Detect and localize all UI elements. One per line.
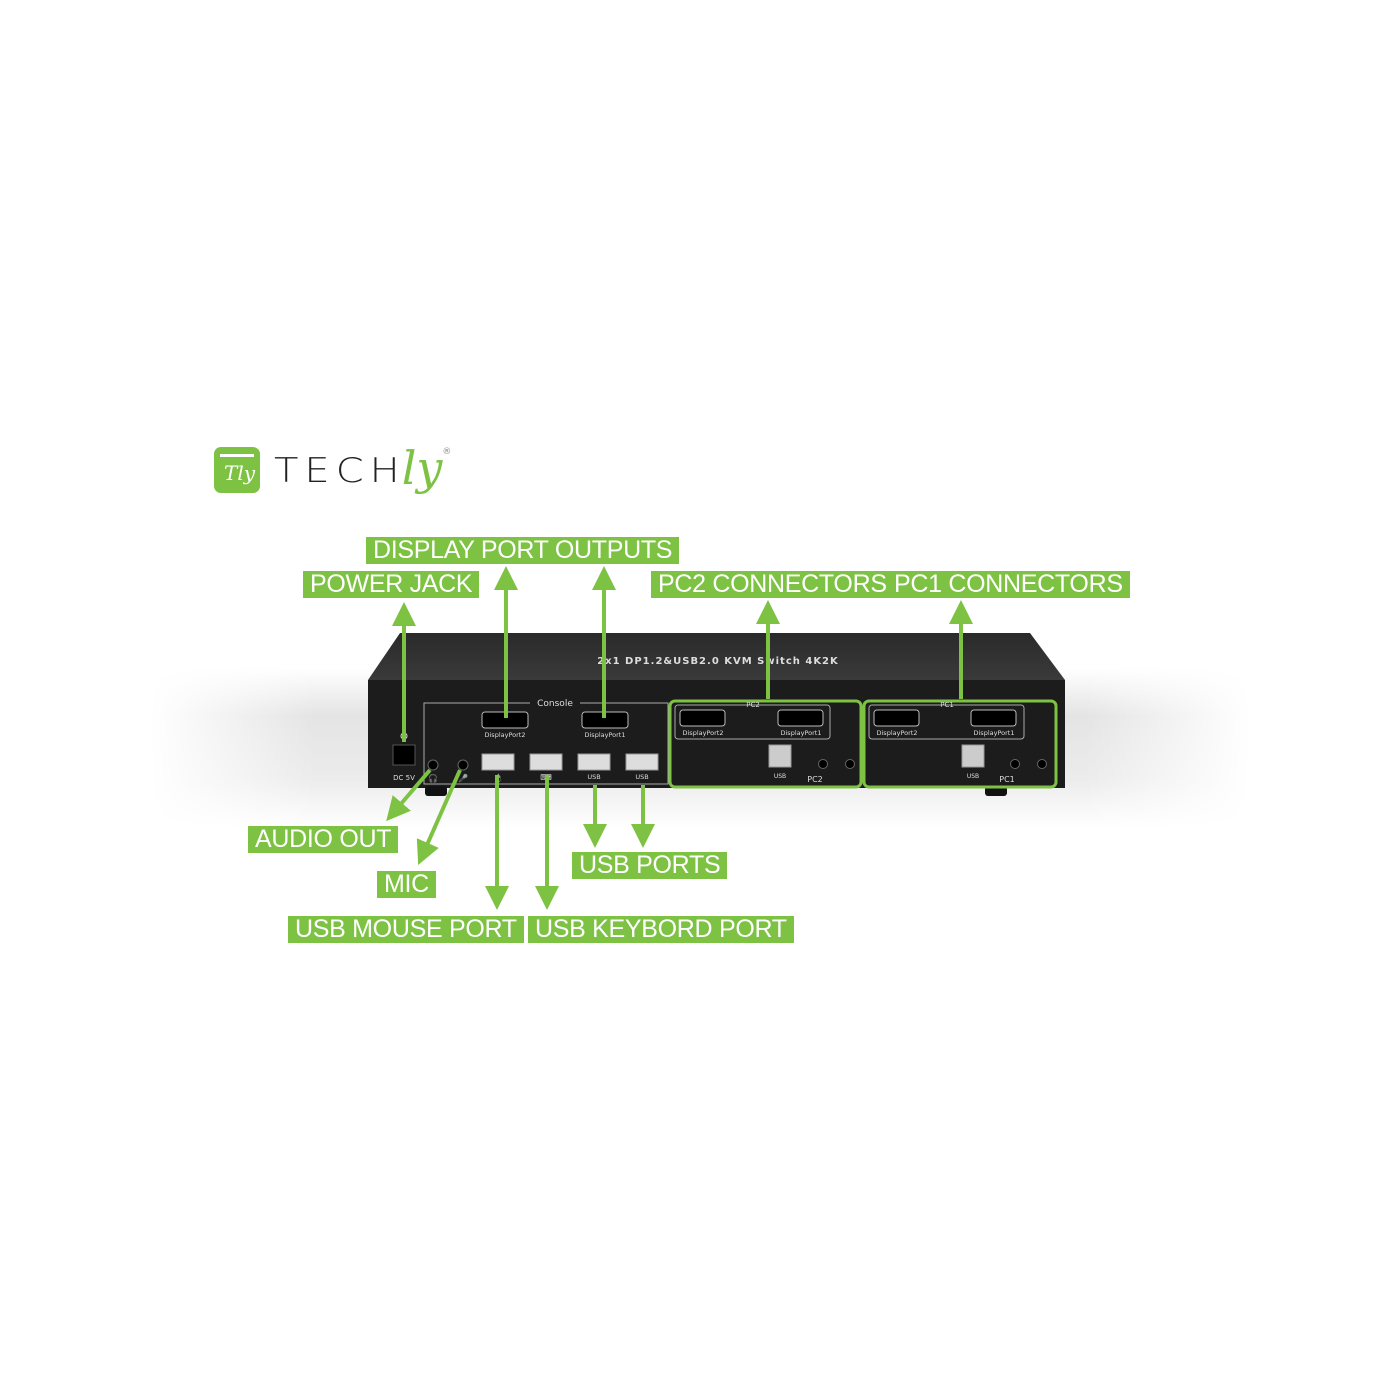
console-dp2-label: DisplayPort2 xyxy=(485,731,526,739)
label-display-port-outputs: DISPLAY PORT OUTPUTS xyxy=(366,537,680,564)
pc2-dp1-port xyxy=(777,709,824,727)
techly-logo: Tly TECH ly ® xyxy=(214,441,452,495)
audio-out-arrow xyxy=(386,768,432,822)
pc2-usb-b-port xyxy=(768,744,792,768)
pc1-usb-b-port xyxy=(961,744,985,768)
dc-label: DC 5V xyxy=(393,774,415,782)
device-foot-left xyxy=(425,786,447,796)
usb-port-1 xyxy=(577,753,611,771)
pc2-dp2-port xyxy=(679,709,726,727)
usb-port-2-label: USB xyxy=(635,773,648,781)
logo-mark: Tly xyxy=(214,447,260,493)
pc2-dp1-label: DisplayPort1 xyxy=(781,729,822,737)
label-power-jack: POWER JACK xyxy=(303,571,480,598)
mic-arrow xyxy=(416,769,462,865)
usb-mouse-port xyxy=(481,753,515,771)
logo-tech-text: TECH xyxy=(274,451,406,491)
label-pc2-connectors: PC2 CONNECTORS xyxy=(651,571,894,598)
console-label: Console xyxy=(537,699,573,709)
label-usb-mouse-port: USB MOUSE PORT xyxy=(288,916,524,943)
pc1-highlight xyxy=(862,699,1058,789)
pc1-dp1-port xyxy=(970,709,1017,727)
label-pc1-connectors: PC1 CONNECTORS xyxy=(887,571,1130,598)
headphone-icon: 🎧 xyxy=(428,773,438,783)
pc2-dp-frame xyxy=(674,704,831,740)
label-usb-ports: USB PORTS xyxy=(572,852,728,879)
pc1-dp2-port xyxy=(873,709,920,727)
callout-arrows xyxy=(386,566,973,910)
pc2-audio-jack xyxy=(818,759,828,769)
label-audio-out: AUDIO OUT xyxy=(248,826,399,853)
pc1-mic-jack xyxy=(1037,759,1047,769)
pc2-top-label: PC2 xyxy=(746,701,760,709)
pc1-top-label: PC1 xyxy=(940,701,954,709)
usb-port-2 xyxy=(625,753,659,771)
audio-jack xyxy=(427,759,439,771)
mic-icon: 🎤 xyxy=(458,773,468,783)
pc1-dp-frame xyxy=(868,704,1025,740)
pc2-usb-label: USB xyxy=(774,773,786,780)
device-top xyxy=(368,633,1065,680)
pc2-dp2-label: DisplayPort2 xyxy=(683,729,724,737)
mic-jack xyxy=(457,759,469,771)
pc1-dp2-label: DisplayPort2 xyxy=(877,729,918,737)
console-dp1-label: DisplayPort1 xyxy=(585,731,626,739)
pc2-highlight xyxy=(668,699,863,789)
pc1-bottom-label: PC1 xyxy=(999,775,1015,784)
logo-mark-text: Tly xyxy=(224,461,256,485)
device-title: 2x1 DP1.2&USB2.0 KVM Switch 4K2K xyxy=(597,656,839,667)
usb-port-1-label: USB xyxy=(587,773,600,781)
pc1-usb-label: USB xyxy=(967,773,979,780)
power-jack xyxy=(392,744,416,766)
kvm-switch: 2x1 DP1.2&USB2.0 KVM Switch 4K2K Console… xyxy=(368,633,1065,796)
pc1-dp1-label: DisplayPort1 xyxy=(974,729,1015,737)
label-mic: MIC xyxy=(377,871,436,898)
label-usb-keyboard-port: USB KEYBORD PORT xyxy=(528,916,794,943)
logo-registered: ® xyxy=(442,447,452,457)
logo-ly-text: ly xyxy=(401,441,443,495)
pc2-mic-jack xyxy=(845,759,855,769)
usb-keyboard-port xyxy=(529,753,563,771)
pc1-audio-jack xyxy=(1010,759,1020,769)
pc2-bottom-label: PC2 xyxy=(807,775,823,784)
